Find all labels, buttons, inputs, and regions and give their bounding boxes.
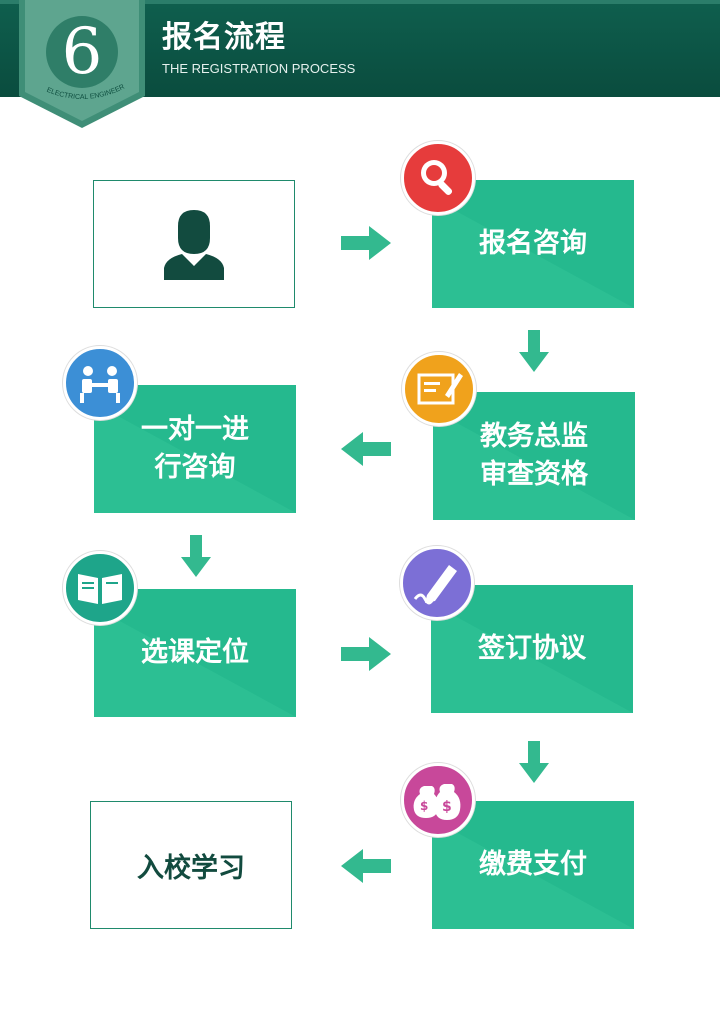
- meeting-icon: [63, 346, 137, 420]
- search-icon: [401, 141, 475, 215]
- page-subtitle: THE REGISTRATION PROCESS: [162, 61, 356, 76]
- review-icon: [402, 352, 476, 426]
- student-icon: [164, 210, 224, 280]
- step-consult: 报名咨询: [432, 180, 634, 308]
- svg-text:$: $: [442, 799, 452, 815]
- book-icon: [63, 551, 137, 625]
- svg-text:$: $: [420, 799, 428, 813]
- step-course-select: 选课定位: [94, 589, 296, 717]
- arrow-right-1: [341, 226, 391, 260]
- step-review-label: 教务总监 审查资格: [480, 421, 588, 490]
- step-enroll: 入校学习: [90, 801, 292, 929]
- arrow-left-2: [341, 849, 391, 883]
- section-badge: ELECTRICAL ENGINEERING 6: [16, 0, 145, 128]
- step-one-on-one-label: 一对一进 行咨询: [141, 414, 249, 483]
- step-course-select-label: 选课定位: [141, 637, 249, 668]
- arrow-down-1: [519, 330, 549, 372]
- step-review: 教务总监 审查资格: [433, 392, 635, 520]
- student-box: [93, 180, 295, 308]
- arrow-down-2: [181, 535, 211, 577]
- section-number: 6: [61, 15, 103, 89]
- step-consult-label: 报名咨询: [479, 228, 587, 259]
- header-top-line: [0, 0, 720, 4]
- arrow-right-2: [341, 637, 391, 671]
- step-agreement-label: 签订协议: [478, 633, 586, 664]
- step-enroll-label: 入校学习: [137, 852, 245, 884]
- step-payment-label: 缴费支付: [479, 849, 587, 880]
- page-title: 报名流程: [162, 20, 286, 55]
- pen-icon: [400, 546, 474, 620]
- money-bag-icon: $ $: [401, 763, 475, 837]
- arrow-left-1: [341, 432, 391, 466]
- step-payment: 缴费支付: [432, 801, 634, 929]
- arrow-down-3: [519, 741, 549, 783]
